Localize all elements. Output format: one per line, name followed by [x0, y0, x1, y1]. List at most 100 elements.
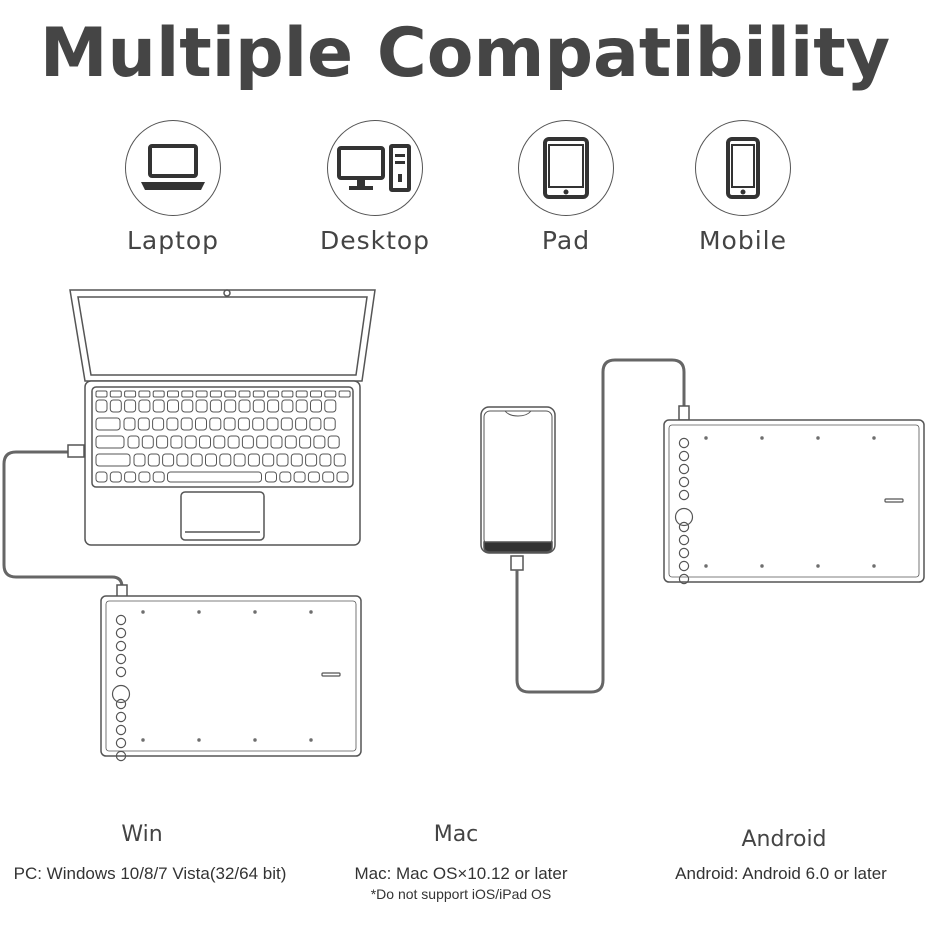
keyboard-key [124, 471, 137, 483]
keyboard-key [224, 390, 237, 398]
keyboard-key [237, 417, 250, 431]
express-key [678, 437, 690, 449]
device-label-desktop: Desktop [319, 226, 431, 255]
usb-plug-tablet-right [678, 405, 690, 421]
keyboard-spacebar [167, 471, 262, 483]
keyboard-key [138, 471, 151, 483]
os-title-mac: Mac [433, 822, 479, 847]
keyboard-key [205, 453, 217, 467]
keyboard-key [324, 390, 337, 398]
express-key [115, 711, 127, 723]
keyboard-key [276, 453, 289, 467]
keyboard-key [167, 399, 179, 413]
keyboard-key [295, 399, 308, 413]
usb-plug-phone [510, 555, 524, 571]
keyboard-key [305, 453, 318, 467]
keyboard-key [152, 390, 165, 398]
keyboard-key [209, 417, 222, 431]
active-area-mark [816, 436, 820, 440]
drawing-tablet-left [100, 595, 362, 757]
keyboard-key [279, 471, 292, 483]
laptop-keyboard [95, 390, 351, 483]
keyboard-key [252, 417, 265, 431]
keyboard-key [95, 435, 125, 449]
keyboard-key [293, 471, 306, 483]
keyboard-key [190, 453, 203, 467]
keyboard-key [180, 417, 193, 431]
keyboard-key [327, 435, 340, 449]
keyboard-key [127, 435, 140, 449]
keyboard-key [319, 453, 332, 467]
express-key [678, 560, 690, 572]
express-key [115, 614, 127, 626]
keyboard-key [281, 390, 294, 398]
os-requirement-android: Android: Android 6.0 or later [675, 864, 887, 883]
keyboard-key [280, 417, 293, 431]
express-key [678, 547, 690, 559]
keyboard-key [133, 453, 146, 467]
device-desktop: Desktop [285, 120, 465, 255]
active-area-mark [872, 436, 876, 440]
page-title: Multiple Compatibility [39, 14, 891, 93]
keyboard-key [156, 435, 169, 449]
keyboard-key [95, 390, 108, 398]
keyboard-key [256, 435, 269, 449]
active-area-mark [872, 564, 876, 568]
keyboard-key [336, 471, 349, 483]
keyboard-key [162, 453, 175, 467]
keyboard-key [95, 417, 121, 431]
tablet-left-express-keys [111, 610, 341, 762]
active-area-mark [141, 610, 145, 614]
keyboard-key [290, 453, 303, 467]
keyboard-key [167, 390, 179, 398]
device-mobile: Mobile [653, 120, 833, 255]
keyboard-key [310, 390, 322, 398]
keyboard-key [176, 453, 189, 467]
active-area-mark [141, 738, 145, 742]
keyboard-key [310, 399, 322, 413]
keyboard-key [313, 435, 326, 449]
keyboard-key [238, 390, 251, 398]
keyboard-key [262, 453, 275, 467]
keyboard-key [299, 435, 312, 449]
mobile-icon [726, 137, 760, 199]
keyboard-key [95, 453, 131, 467]
express-key [115, 640, 127, 652]
laptop-icon [141, 144, 205, 190]
active-area-mark [704, 564, 708, 568]
keyboard-key [241, 435, 254, 449]
keyboard-key [309, 417, 322, 431]
keyboard-key [109, 399, 122, 413]
keyboard-key [95, 471, 108, 483]
keyboard-key [223, 417, 236, 431]
phone-illustration [480, 406, 556, 554]
keyboard-key [195, 399, 208, 413]
brand-mark [321, 672, 341, 677]
os-title-android: Android [741, 827, 827, 852]
keyboard-key [184, 435, 197, 449]
active-area-mark [704, 436, 708, 440]
keyboard-key [166, 417, 179, 431]
express-key-dial [111, 684, 131, 704]
active-area-mark [197, 610, 201, 614]
keyboard-key [124, 390, 137, 398]
keyboard-key [265, 471, 277, 483]
keyboard-key [238, 399, 251, 413]
keyboard-key [213, 435, 226, 449]
keyboard-key [307, 471, 320, 483]
brand-mark [884, 498, 904, 503]
keyboard-key [124, 399, 137, 413]
keyboard-key [224, 399, 237, 413]
mobile-icon-circle [695, 120, 791, 216]
express-key [678, 573, 690, 585]
keyboard-key [195, 417, 207, 431]
desktop-icon [337, 144, 411, 192]
device-label-laptop: Laptop [126, 226, 220, 255]
keyboard-key [152, 417, 165, 431]
keyboard-key [227, 435, 240, 449]
keyboard-key [109, 471, 122, 483]
express-key [115, 750, 127, 762]
tablet-icon [543, 137, 589, 199]
os-requirement-mac: Mac: Mac OS×10.12 or later [354, 864, 568, 883]
express-key [678, 534, 690, 546]
